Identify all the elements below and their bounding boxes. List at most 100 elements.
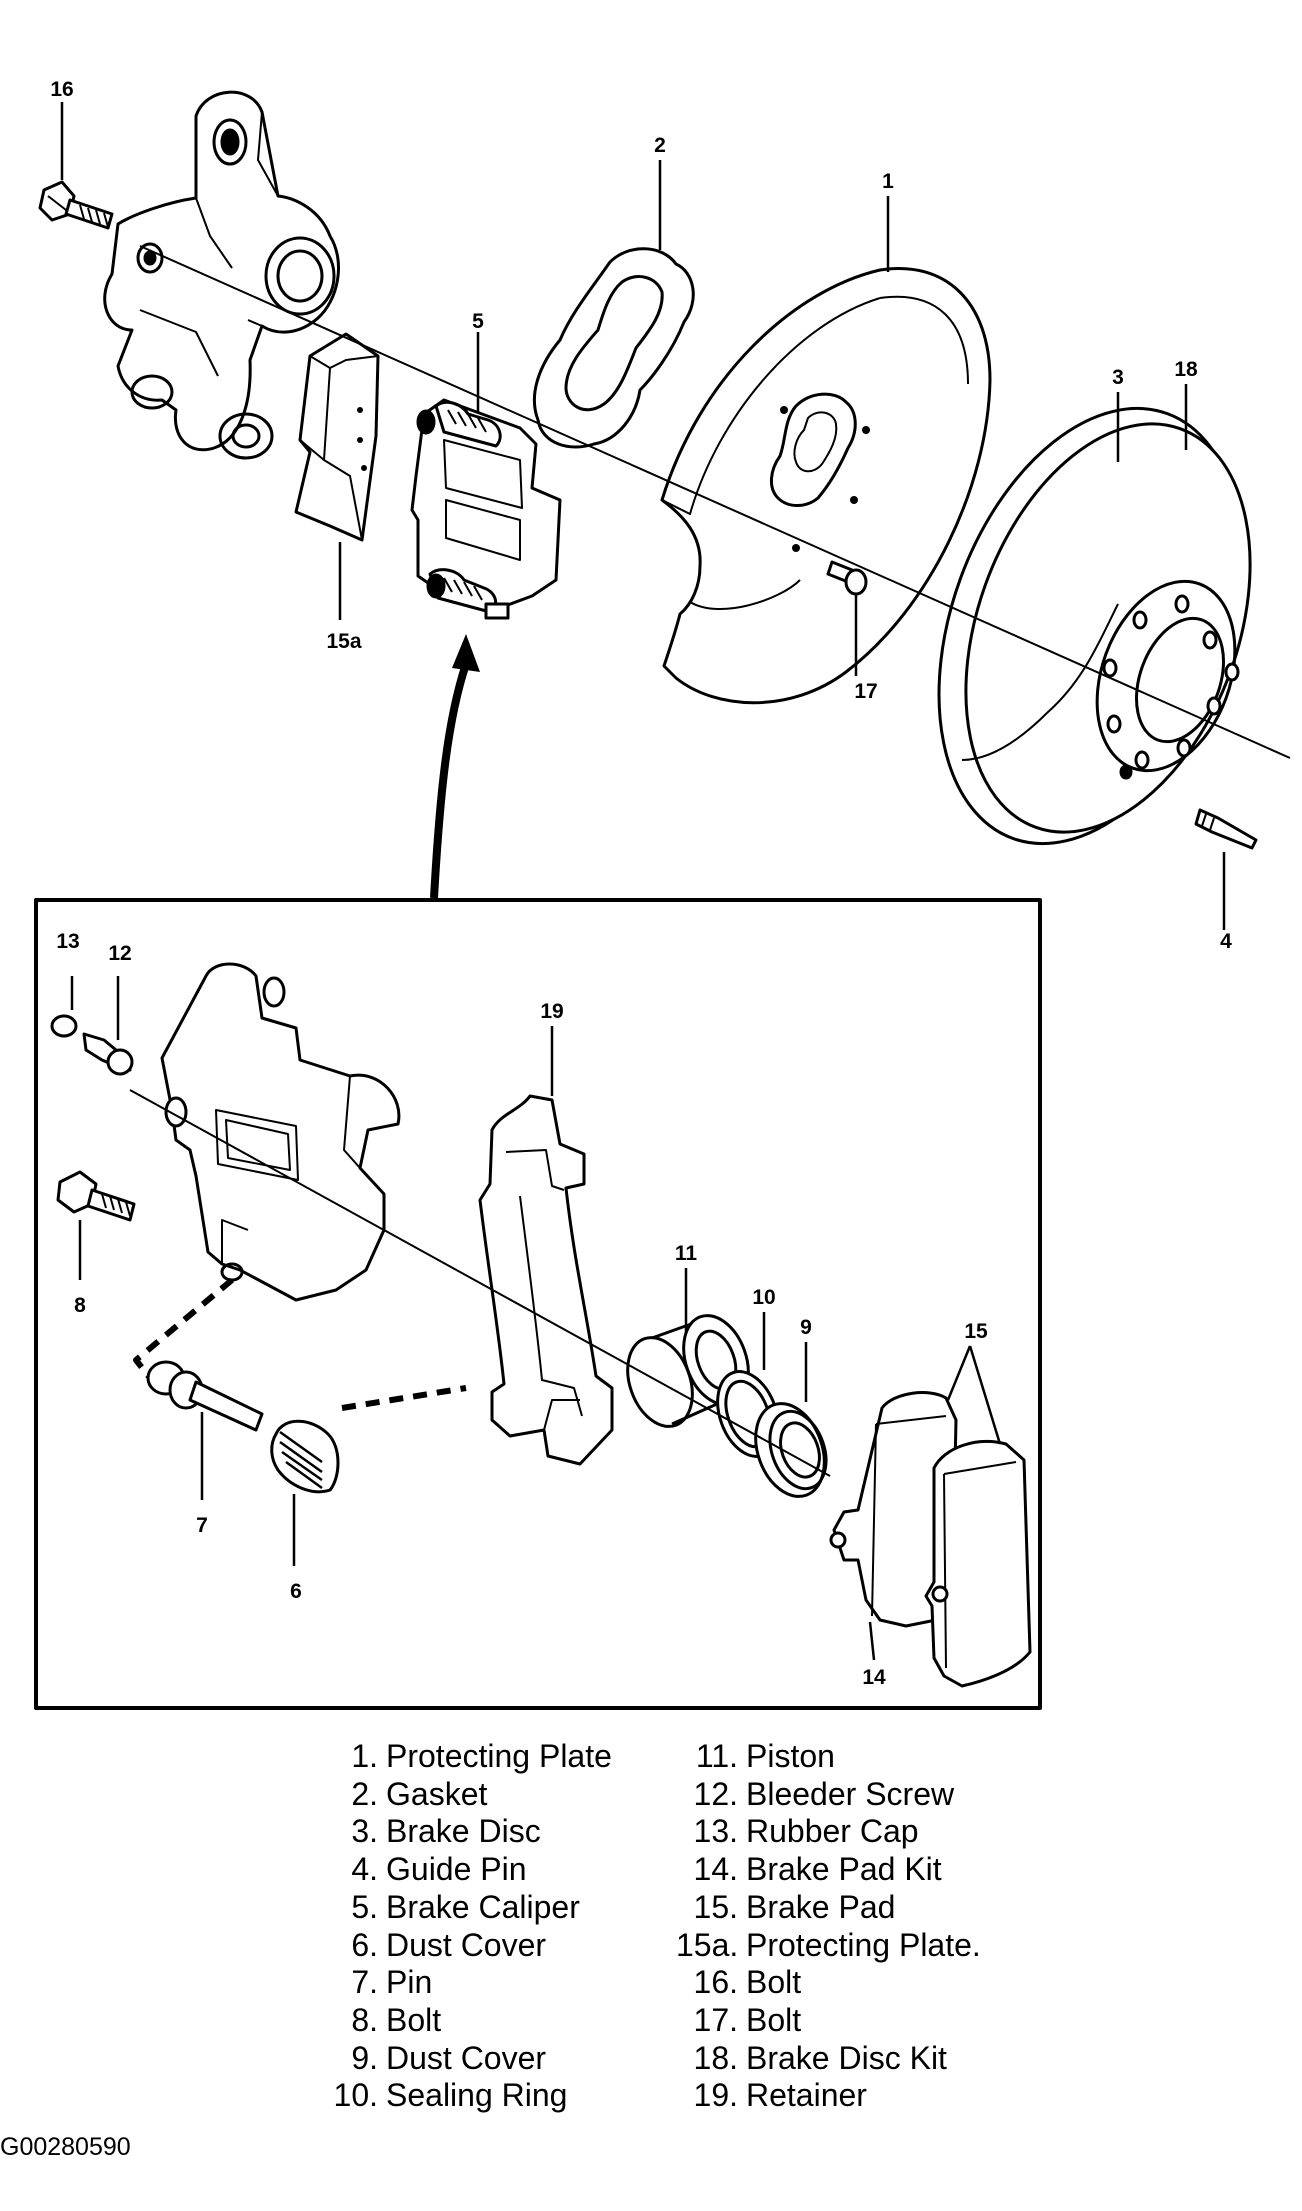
callout-8: 8 [74, 1294, 86, 1317]
legend-number: 17. [693, 2001, 738, 2038]
legend-number: 14. [693, 1851, 738, 1888]
dashed-leader [341, 1385, 467, 1411]
dust-cover-6 [270, 1419, 340, 1494]
legend-number: 8. [351, 2001, 378, 2038]
legend-item: 5.Brake Caliper [330, 1889, 612, 1927]
legend-label: Retainer [746, 2077, 867, 2114]
legend-item: 8.Bolt [330, 2002, 612, 2040]
legend-label: Brake Disc Kit [746, 2039, 947, 2076]
legend-item: 9.Dust Cover [330, 2040, 612, 2078]
arrow-to-caliper [430, 634, 480, 899]
legend-number: 6. [351, 1926, 378, 1963]
callout-10: 10 [752, 1286, 775, 1309]
legend-item: 10.Sealing Ring [330, 2077, 612, 2115]
legend-item: 14.Brake Pad Kit [676, 1851, 981, 1889]
legend-label: Protecting Plate. [746, 1926, 981, 1963]
callout-11: 11 [675, 1242, 698, 1265]
callout-7: 7 [196, 1514, 208, 1537]
legend-number: 9. [351, 2039, 378, 2076]
callout-3: 3 [1112, 366, 1124, 389]
callout-14: 14 [862, 1666, 886, 1689]
callout-4: 4 [1220, 930, 1232, 953]
brake-caliper-5 [410, 398, 562, 620]
steering-knuckle [103, 90, 340, 460]
callout-13: 13 [56, 930, 79, 953]
protecting-plate-1 [660, 267, 992, 705]
callout-12: 12 [108, 942, 131, 965]
axis-line-upper [139, 245, 1291, 759]
legend-item: 18.Brake Disc Kit [676, 2040, 981, 2078]
legend-label: Piston [746, 1738, 835, 1774]
leader-lines [60, 102, 1226, 1661]
legend-item: 15a.Protecting Plate. [676, 1927, 981, 1965]
legend-label: Bolt [746, 1964, 802, 2001]
legend-label: Rubber Cap [746, 1813, 919, 1850]
callout-15a: 15a [326, 630, 361, 653]
callout-1: 1 [882, 170, 894, 193]
legend-number: 10. [333, 2077, 378, 2114]
legend-item: 4.Guide Pin [330, 1851, 612, 1889]
legend-item: 16.Bolt [676, 1964, 981, 2002]
legend-number: 16. [693, 1964, 738, 2001]
legend-item: 15.Brake Pad [676, 1889, 981, 1927]
callout-6: 6 [290, 1580, 302, 1603]
callout-17: 17 [854, 680, 877, 703]
legend-left-column: 1.Protecting Plate 2.Gasket 3.Brake Disc… [330, 1738, 612, 2115]
brake-disc-3 [937, 406, 1252, 846]
rubber-cap-13 [50, 1014, 78, 1038]
callout-16: 16 [50, 78, 73, 101]
bolt-16 [38, 180, 114, 230]
legend-label: Guide Pin [386, 1851, 527, 1888]
callout-18: 18 [1174, 358, 1198, 381]
callout-2: 2 [654, 134, 666, 157]
legend-label: Bolt [746, 2001, 802, 2038]
legend-number: 4. [351, 1851, 378, 1888]
legend-item: 3.Brake Disc [330, 1813, 612, 1851]
legend-number: 3. [351, 1813, 378, 1850]
legend-number: 12. [693, 1775, 738, 1812]
bleeder-screw-12 [82, 1032, 134, 1076]
legend-number: 11. [695, 1738, 738, 1774]
detail-box [34, 898, 1042, 1710]
legend-right-column: 11.Piston 12.Bleeder Screw 13.Rubber Cap… [676, 1738, 981, 2115]
callout-19: 19 [540, 1000, 563, 1023]
gasket-2 [533, 247, 695, 449]
legend-label: Brake Caliper [386, 1888, 580, 1925]
legend-item: 19.Retainer [676, 2077, 981, 2115]
legend-number: 15. [693, 1888, 738, 1925]
callout-15: 15 [964, 1320, 988, 1343]
legend-label: Pin [386, 1964, 433, 2001]
dust-cover-9 [754, 1402, 828, 1498]
legend-item: 12.Bleeder Screw [676, 1776, 981, 1814]
legend-item: 2.Gasket [330, 1776, 612, 1814]
guide-pin-4 [1194, 808, 1258, 850]
legend-label: Bleeder Screw [746, 1775, 955, 1812]
legend-label: Brake Pad [746, 1888, 896, 1925]
retainer-19 [478, 1094, 614, 1466]
legend-number: 15a. [676, 1926, 739, 1963]
callout-9: 9 [800, 1316, 812, 1339]
legend-number: 13. [693, 1813, 738, 1850]
callout-5: 5 [472, 310, 484, 333]
protecting-plate-15a [294, 332, 380, 542]
pin-7 [146, 1360, 264, 1432]
bolt-8 [56, 1170, 136, 1222]
legend-label: Bolt [386, 2001, 442, 2038]
legend-number: 5. [351, 1888, 378, 1925]
legend-label: Brake Disc [386, 1813, 541, 1850]
legend-item: 6.Dust Cover [330, 1927, 612, 1965]
brake-pad-kit-14 [829, 1391, 1032, 1688]
legend-number: 18. [693, 2039, 738, 2076]
caliper-body [160, 962, 401, 1302]
figure-code: G00280590 [0, 2133, 131, 2161]
legend-label: Dust Cover [386, 2039, 547, 2076]
axis-line-lower [129, 1089, 831, 1477]
legend-number: 2. [351, 1775, 378, 1812]
legend-label: Dust Cover [386, 1926, 547, 1963]
legend-number: 7. [351, 1964, 378, 2001]
legend-item: 7.Pin [330, 1964, 612, 2002]
legend-item: 11.Piston [676, 1738, 981, 1776]
legend-item: 13.Rubber Cap [676, 1813, 981, 1851]
legend-number: 1. [351, 1738, 378, 1774]
